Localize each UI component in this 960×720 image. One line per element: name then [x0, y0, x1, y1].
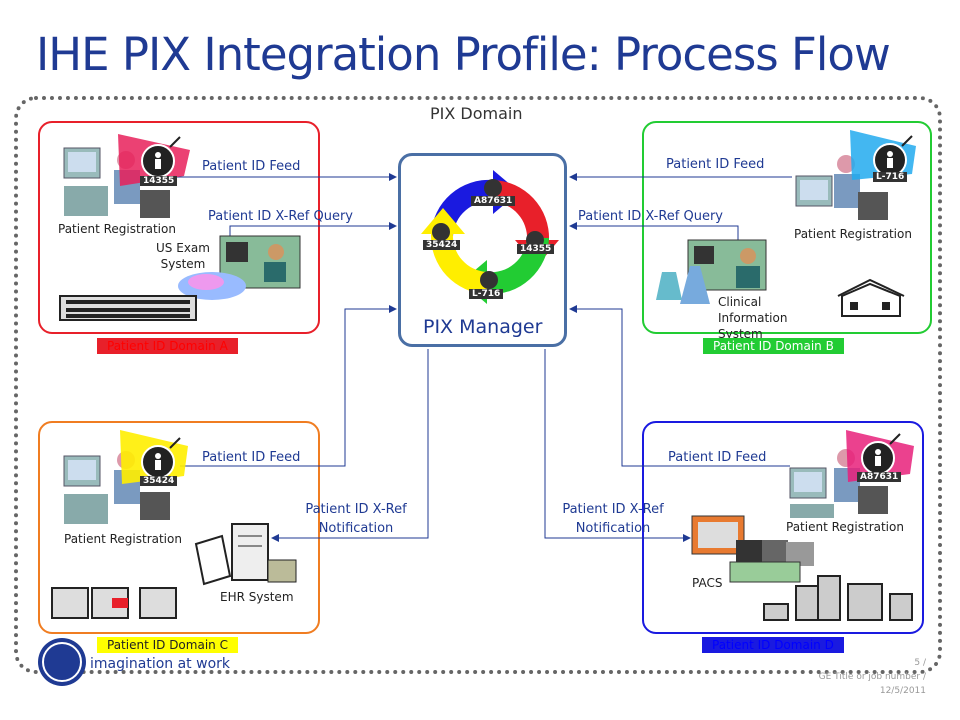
footer-title-line: GE Title or job number /: [818, 672, 926, 682]
domain-b-patient-id: L-716: [873, 172, 908, 182]
domain-b-query-label: Patient ID X-Ref Query: [578, 209, 723, 224]
domain-b-box: [642, 121, 932, 334]
domain-c-registration-label: Patient Registration: [64, 532, 182, 546]
domain-d-tag: Patient ID Domain D: [702, 637, 844, 653]
ge-tagline: imagination at work: [90, 656, 230, 672]
domain-b-tag: Patient ID Domain B: [703, 338, 844, 354]
pix-manager-label: PIX Manager: [423, 316, 543, 338]
domain-c-feed-arrow: [180, 305, 397, 467]
domain-c-tag: Patient ID Domain C: [97, 637, 238, 653]
footer-date: 12/5/2011: [879, 686, 926, 696]
domain-c-notification-arrow: [271, 349, 429, 542]
domain-b-system-label: Clinical Information System: [718, 295, 788, 341]
pix-id-14355: 14355: [517, 244, 555, 254]
domain-d-notification-label: Patient ID X-Ref Notification: [562, 502, 664, 536]
pix-domain-boundary: [14, 96, 942, 674]
pix-manager-box: A87631 35424 14355 L-716 PIX Manager: [398, 153, 567, 347]
domain-d-patient-id: A87631: [857, 472, 902, 482]
domain-c-feed-label: Patient ID Feed: [202, 450, 301, 465]
domain-d-registration-label: Patient Registration: [786, 520, 904, 534]
domain-a-tag: Patient ID Domain A: [97, 338, 238, 354]
domain-d-feed-arrow: [569, 305, 790, 467]
domain-c-box: [38, 421, 320, 634]
domain-a-feed-label: Patient ID Feed: [202, 159, 301, 174]
domain-b-query-arrow: [569, 222, 739, 242]
domain-c-patient-id: 35424: [140, 476, 178, 486]
pix-id-a87631: A87631: [471, 196, 516, 206]
domain-d-box: [642, 421, 924, 634]
domain-a-patient-id: 14355: [140, 176, 178, 186]
page-title: IHE PIX Integration Profile: Process Flo…: [36, 28, 891, 81]
domain-c-notification-label: Patient ID X-Ref Notification: [305, 502, 407, 536]
domain-a-box: [38, 121, 320, 334]
domain-a-system-label: US Exam System: [156, 241, 210, 271]
domain-c-system-label: EHR System: [220, 590, 294, 604]
domain-d-notification-arrow: [544, 349, 691, 542]
footer-page-number: 5 /: [914, 658, 926, 668]
domain-d-feed-label: Patient ID Feed: [668, 450, 767, 465]
domain-b-feed-label: Patient ID Feed: [666, 157, 765, 172]
domain-a-registration-label: Patient Registration: [58, 222, 176, 236]
domain-a-query-arrow: [229, 222, 397, 258]
pix-domain-label: PIX Domain: [430, 104, 523, 123]
domain-d-system-label: PACS: [692, 576, 723, 590]
pix-id-l716: L-716: [469, 289, 504, 299]
pix-id-35424: 35424: [423, 240, 461, 250]
domain-b-registration-label: Patient Registration: [794, 227, 912, 241]
domain-a-query-label: Patient ID X-Ref Query: [208, 209, 353, 224]
